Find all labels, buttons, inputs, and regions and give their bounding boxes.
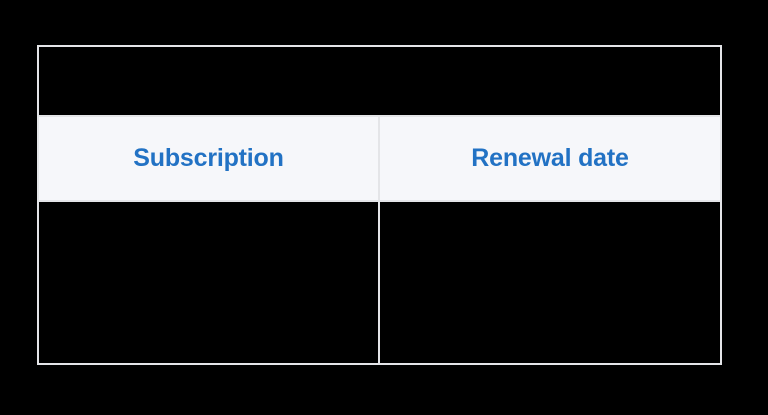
column-header-subscription-label: Subscription (133, 144, 284, 172)
subscription-table: Subscription Renewal date (37, 45, 722, 365)
table-cell-subscription-top (39, 47, 382, 115)
table-header-row: Subscription Renewal date (39, 117, 720, 202)
column-header-renewal-date-label: Renewal date (471, 144, 629, 172)
column-header-renewal-date[interactable]: Renewal date (380, 117, 720, 200)
table-cell-renewal-date-top (382, 47, 720, 115)
table-row (39, 47, 720, 117)
column-header-subscription[interactable]: Subscription (39, 117, 380, 200)
table-cell-renewal-date (380, 202, 720, 363)
table-cell-subscription (39, 202, 380, 363)
table-row (39, 202, 720, 363)
